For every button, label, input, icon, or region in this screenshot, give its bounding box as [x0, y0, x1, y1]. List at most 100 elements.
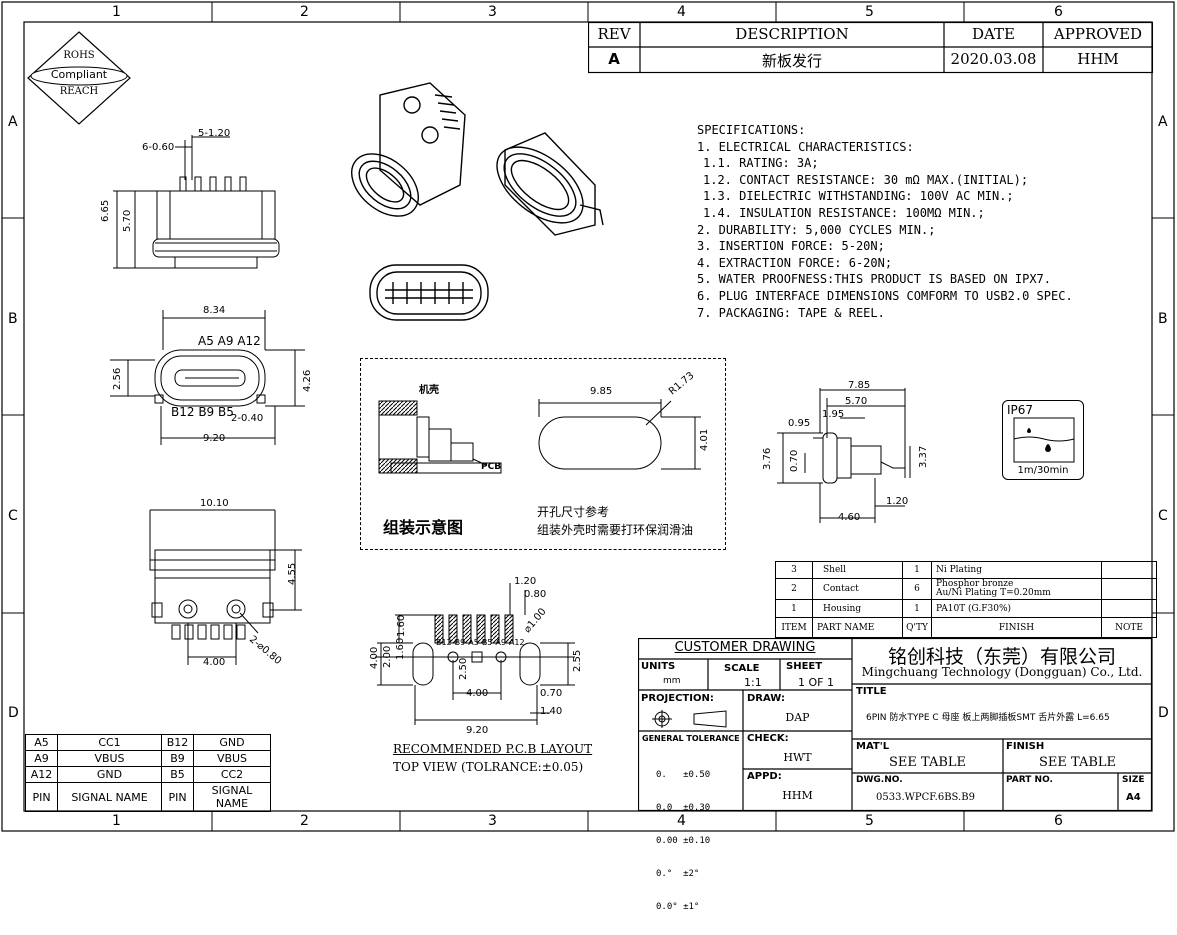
finish-label: FINISH — [1006, 741, 1045, 752]
projection-label: PROJECTION: — [641, 693, 714, 704]
dim-pcb-6: 2.00 — [382, 645, 393, 668]
spec-line: 2. DURABILITY: 5,000 CYCLES MIN.; — [697, 222, 936, 237]
title-value: 6PIN 防水TYPE C 母座 板上两脚插板SMT 舌片外露 L=6.65 — [866, 713, 1110, 723]
ip67-caption: 1m/30min — [1017, 465, 1069, 476]
dim-profile-2: 5.70 — [845, 396, 868, 407]
tolerance-line: 0.0 ±0.30 — [656, 803, 711, 813]
bottom-view-drawing — [149, 509, 302, 665]
connector-3d-view-3 — [369, 264, 489, 321]
dim-side-height-inner: 5.70 — [122, 209, 133, 232]
pin-cell: B9 — [161, 750, 194, 767]
row-label-b: B — [8, 311, 18, 327]
dim-pcb-4: 1.60 — [396, 614, 407, 637]
spec-line: 1.1. RATING: 3A; — [703, 156, 819, 171]
bom-header-item: ITEM — [775, 617, 813, 638]
column-label-1: 1 — [112, 4, 121, 20]
spec-line: 1.4. INSULATION RESISTANCE: 100MΩ MIN.; — [703, 205, 985, 220]
dim-profile-1: 7.85 — [848, 380, 871, 391]
spec-line: 1.2. CONTACT RESISTANCE: 30 mΩ MAX.(INIT… — [703, 172, 1029, 187]
pin-cell: B12 — [161, 734, 194, 751]
dim-profile-5: 3.76 — [762, 447, 773, 470]
scale-label: SCALE — [724, 663, 760, 674]
pcb-layout-subtitle: TOP VIEW (TOLRANCE:±0.05) — [393, 760, 584, 774]
signal-cell: CC1 — [57, 734, 162, 751]
pcb-label: PCB — [481, 462, 502, 472]
dwg-no-label: DWG.NO. — [856, 775, 903, 785]
rohs-stamp: ROHS Compliant REACH — [26, 30, 132, 126]
dim-front-width: 8.34 — [203, 305, 226, 316]
bom-item: 3 — [775, 561, 813, 579]
pin-cell: A5 — [25, 734, 58, 751]
dim-pcb-7: 1.60 — [395, 637, 406, 660]
size-value: A4 — [1126, 792, 1141, 803]
bom-qty: 1 — [902, 561, 932, 579]
column-label-1-bottom: 1 — [112, 813, 121, 829]
bom-item: 1 — [775, 599, 813, 618]
pin-signal-table: A5 CC1 B12 GND A9 VBUS B9 VBUS A12 GND B… — [25, 734, 271, 812]
rohs-text: ROHS — [63, 50, 95, 61]
bom-note — [1101, 599, 1157, 618]
column-label-2: 2 — [300, 4, 309, 20]
part-no-label: PART NO. — [1006, 775, 1053, 785]
bom-finish: Phosphor bronze Au/Ni Plating T=0.20mm — [931, 578, 1102, 600]
column-label-5: 5 — [865, 4, 874, 20]
column-label-3-bottom: 3 — [488, 813, 497, 829]
tolerance-line: 0.° ±2° — [656, 869, 700, 879]
spec-line: 7. PACKAGING: TAPE & REEL. — [697, 305, 885, 320]
rev-value: A — [608, 50, 620, 68]
row-label-a: A — [8, 114, 18, 130]
pcb-pin-label: B12 — [436, 638, 452, 647]
dim-side-height: 6.65 — [100, 199, 111, 222]
bom-finish: PA10T (G.F30%) — [931, 599, 1102, 618]
dim-pcb-1: 1.20 — [514, 576, 537, 587]
assembly-diagram-box: 机壳 PCB 组装示意图 开孔尺寸参考 组装外壳时需要打环保润滑油 9.85 R… — [360, 358, 726, 550]
title-block: CUSTOMER DRAWING 铭创科技（东莞）有限公司 Mingchuang… — [638, 638, 1152, 912]
ip67-title: IP67 — [1007, 403, 1034, 417]
tolerance-line: 0.00 ±0.10 — [656, 836, 711, 846]
assembly-note-2: 组装外壳时需要打环保润滑油 — [537, 523, 694, 537]
spec-line: 1. ELECTRICAL CHARACTERISTICS: — [697, 139, 914, 154]
row-label-b-right: B — [1158, 311, 1168, 327]
dim-front-height: 2.56 — [112, 367, 123, 390]
description-value: 新板发行 — [761, 52, 822, 70]
size-label: SIZE — [1122, 775, 1145, 785]
pcb-pin-label: A5 — [468, 638, 479, 647]
title-label: TITLE — [856, 686, 887, 697]
column-label-5-bottom: 5 — [865, 813, 874, 829]
draw-value: DAP — [785, 711, 810, 724]
signal-cell: CC2 — [193, 766, 271, 783]
signal-cell: GND — [193, 734, 271, 751]
tolerance-line: 0.0° ±1° — [656, 902, 700, 912]
column-label-6-bottom: 6 — [1054, 813, 1063, 829]
front-pins-top: A5 A9 A12 — [198, 334, 261, 348]
dim-front-pitch: 2-0.40 — [231, 413, 264, 424]
bom-part: Shell — [812, 561, 903, 579]
specifications-block: SPECIFICATIONS: 1. ELECTRICAL CHARACTERI… — [697, 122, 1073, 321]
dim-cutout-height: 4.01 — [699, 428, 710, 451]
row-label-c-right: C — [1158, 508, 1168, 524]
company-name-en: Mingchuang Technology (Dongguan) Co., Lt… — [861, 665, 1143, 679]
bom-note — [1101, 561, 1157, 579]
company-name-cn: 铭创科技（东莞）有限公司 — [887, 646, 1116, 668]
column-label-4-bottom: 4 — [677, 813, 686, 829]
rev-header: REV — [597, 25, 631, 43]
dim-pcb-13: 9.20 — [466, 725, 489, 736]
connector-3d-view-2 — [496, 132, 604, 236]
description-header: DESCRIPTION — [735, 25, 849, 43]
row-label-d: D — [8, 705, 19, 721]
appd-label: APPD: — [747, 771, 782, 782]
side-view-drawing — [113, 135, 280, 269]
approved-value: HHM — [1077, 50, 1119, 68]
spec-line: 5. WATER PROOFNESS:THIS PRODUCT IS BASED… — [697, 272, 1052, 287]
approved-header: APPROVED — [1053, 25, 1143, 43]
tolerance-label: GENERAL TOLERANCE — [642, 734, 740, 743]
dim-bottom-width: 10.10 — [200, 498, 229, 509]
dim-pin-pitch: 5-1.20 — [198, 128, 231, 139]
column-label-4: 4 — [677, 4, 686, 20]
check-label: CHECK: — [747, 733, 789, 744]
bom-header-part: PART NAME — [812, 617, 903, 638]
bom-header-qty: Q'TY — [902, 617, 932, 638]
column-label-2-bottom: 2 — [300, 813, 309, 829]
connector-3d-view-1 — [351, 82, 466, 217]
dim-pcb-9: 2.55 — [572, 649, 583, 672]
